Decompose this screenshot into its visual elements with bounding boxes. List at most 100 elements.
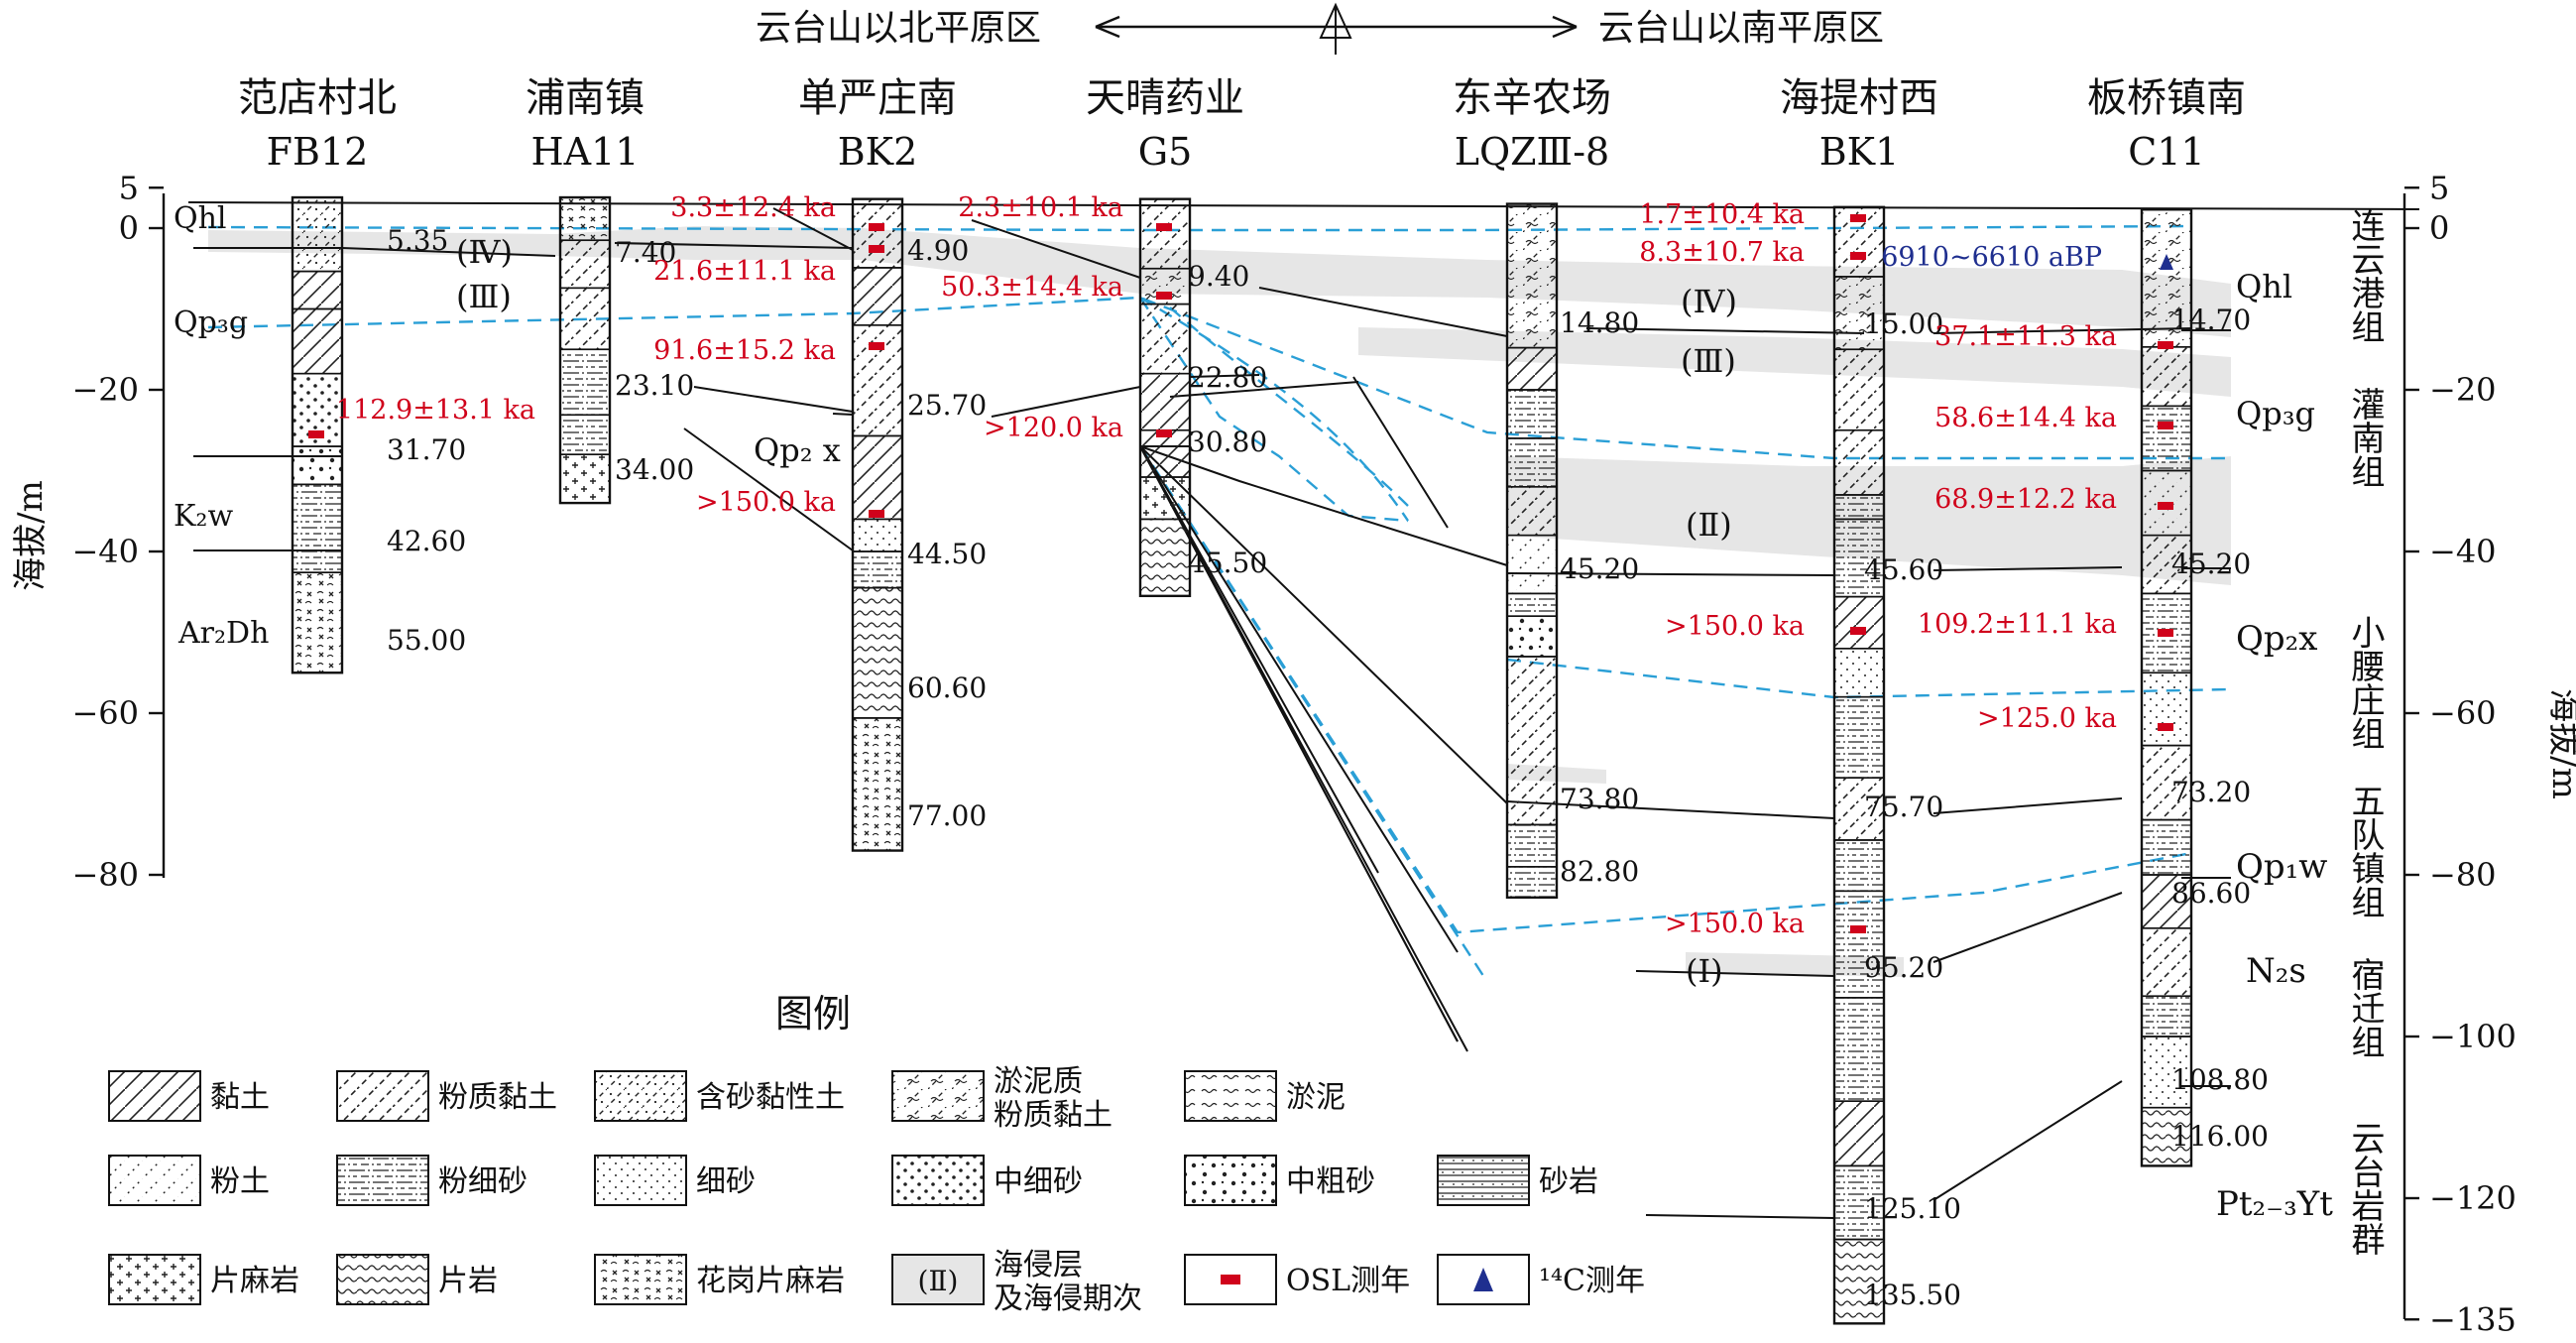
- lithology-layer: [559, 196, 611, 242]
- right-tick-label: −20: [2429, 371, 2497, 409]
- lithology-layer: [2141, 818, 2192, 876]
- osl-sample-marker: [2158, 341, 2173, 349]
- legend-label: 粉土: [210, 1164, 270, 1199]
- lithology-layer: [292, 483, 343, 573]
- lithology-layer: [1833, 839, 1885, 893]
- osl-age-label: 21.6±11.1 ka: [653, 256, 836, 287]
- lithology-layer: [852, 197, 903, 269]
- legend-item-c14: ¹⁴C测年: [1437, 1254, 1645, 1305]
- left-tick-label: −80: [71, 856, 139, 894]
- right-tick-label: −135: [2429, 1300, 2517, 1338]
- lithology-layer: [292, 445, 343, 486]
- transgression-iii-right: (Ⅲ): [1681, 342, 1736, 380]
- left-tick-label: 0: [119, 209, 139, 247]
- borehole-c11: 板桥镇南C1114.7045.2073.2086.60108.80116.003…: [1881, 75, 2269, 1167]
- legend-label-line2: 及海侵期次: [994, 1282, 1142, 1316]
- transgression-iv-left: (Ⅳ): [456, 233, 513, 271]
- lithology-layer: [1506, 823, 1558, 868]
- depth-label: 9.40: [1188, 260, 1249, 293]
- osl-sample-marker: [1156, 292, 1172, 300]
- borehole-outline: [558, 195, 612, 505]
- depth-label: 116.00: [2171, 1120, 2269, 1153]
- legend-swatch: [108, 1254, 201, 1305]
- legend-swatch: [891, 1155, 985, 1206]
- depth-label: 4.90: [907, 234, 969, 267]
- unit-n2s-right: N₂s: [2246, 951, 2306, 991]
- borehole-name: 板桥镇南: [2087, 75, 2246, 121]
- unit-qhl-right: Qhl: [2236, 268, 2292, 305]
- legend-label: 淤泥质: [994, 1064, 1083, 1099]
- lithology-layer: [292, 307, 343, 375]
- depth-label: 14.70: [2171, 304, 2251, 336]
- legend-label: 花岗片麻岩: [696, 1264, 845, 1298]
- lithology-layer: [1833, 695, 1885, 780]
- borehole-outline: [291, 195, 344, 674]
- left-axis-label: 海拔/m: [11, 480, 51, 591]
- lithology-layer: [559, 239, 611, 290]
- right-tick-label: 5: [2429, 169, 2449, 206]
- borehole-bk2: 单严庄南BK24.9025.7044.5060.6077.003.3±12.4 …: [653, 75, 987, 852]
- left-tick-label: −20: [71, 371, 139, 409]
- osl-age-label: 1.7±10.4 ka: [1639, 199, 1805, 230]
- legend-label: 黏土: [210, 1080, 270, 1115]
- legend-item-granite-gneiss: 花岗片麻岩: [594, 1254, 845, 1305]
- lithology-layer: [852, 586, 903, 719]
- legend-item-osl: OSL测年: [1184, 1254, 1410, 1305]
- formation-wudui: 五队镇组: [2345, 784, 2385, 918]
- legend: 图例 黏土粉质黏土含砂黏性土淤泥质粉质黏土淤泥粉土粉细砂细砂中细砂中粗砂砂岩片麻…: [108, 992, 1645, 1316]
- lithology-layer: [1506, 202, 1558, 349]
- borehole-name: 浦南镇: [526, 75, 644, 121]
- borehole-outline: [2140, 208, 2193, 1167]
- legend-item-fine-sand: 细砂: [594, 1155, 756, 1206]
- lithology-layer: [1139, 303, 1191, 375]
- c14-age-label: 6910~6610 aBP: [1881, 242, 2102, 273]
- osl-sample-marker: [1156, 223, 1172, 231]
- lithology-layer: [1833, 494, 1885, 521]
- legend-swatch: [108, 1155, 201, 1206]
- lithology-layer: [1506, 437, 1558, 488]
- lithology-layer: [2141, 926, 2192, 998]
- borehole-name: 单严庄南: [798, 75, 957, 121]
- depth-label: 31.70: [387, 433, 466, 466]
- borehole-code: BK1: [1819, 130, 1900, 174]
- depth-label: 75.70: [1864, 791, 1943, 823]
- lithology-layer: [1833, 348, 1885, 431]
- lithology-layer: [1833, 647, 1885, 698]
- formation-xiaoyaozhuang: 小腰庄组: [2345, 615, 2385, 750]
- left-tick-label: 5: [119, 169, 139, 206]
- right-axis-label: 海拔/m: [2544, 688, 2576, 799]
- header-south-label: 云台山以南平原区: [1598, 8, 1884, 49]
- borehole-bk1: 海提村西BK115.0045.6075.7095.20125.10135.501…: [1639, 75, 1961, 1325]
- unit-qhl-left: Qhl: [174, 201, 227, 236]
- osl-marker-icon: [1221, 1275, 1240, 1284]
- osl-age-label: >150.0 ka: [1665, 909, 1805, 939]
- borehole-outline: [1505, 202, 1559, 900]
- unit-qp1w-right: Qp₁w: [2236, 847, 2327, 887]
- legend-title: 图例: [775, 992, 851, 1036]
- left-tick-label: −40: [71, 533, 139, 570]
- osl-age-label: 58.6±14.4 ka: [1934, 403, 2117, 433]
- transgression-iv-right: (Ⅳ): [1681, 283, 1737, 320]
- lithology-layer: [1506, 485, 1558, 537]
- right-tick-label: 0: [2429, 209, 2449, 247]
- legend-swatch: [594, 1155, 687, 1206]
- borehole-outline: [1832, 205, 1886, 1325]
- osl-age-label: >150.0 ka: [1665, 611, 1805, 642]
- legend-item-gneiss: 片麻岩: [108, 1254, 299, 1305]
- legend-item-medium-coarse-sand: 中粗砂: [1184, 1155, 1375, 1206]
- legend-swatch: [1184, 1155, 1277, 1206]
- lithology-layer: [2141, 744, 2192, 821]
- legend-item-medium-fine-sand: 中细砂: [891, 1155, 1083, 1206]
- right-unit-labels: Qhl Qp₃g Qp₂x Qp₁w N₂s Pt₂₋₃Yt: [2216, 268, 2333, 1224]
- unit-qp2x-left: Qp₂ x: [754, 431, 841, 469]
- lithology-layer: [852, 550, 903, 589]
- lithology-layer: [1139, 476, 1191, 521]
- legend-label-line2: 粉质黏土: [994, 1098, 1112, 1133]
- transgression-ii: (Ⅱ): [1686, 506, 1732, 544]
- borehole-code: C11: [2128, 130, 2204, 174]
- mountain-divide-symbol: [1319, 2, 1352, 55]
- osl-age-label: 3.3±12.4 ka: [670, 192, 836, 223]
- legend-label: 含砂黏性土: [696, 1080, 845, 1115]
